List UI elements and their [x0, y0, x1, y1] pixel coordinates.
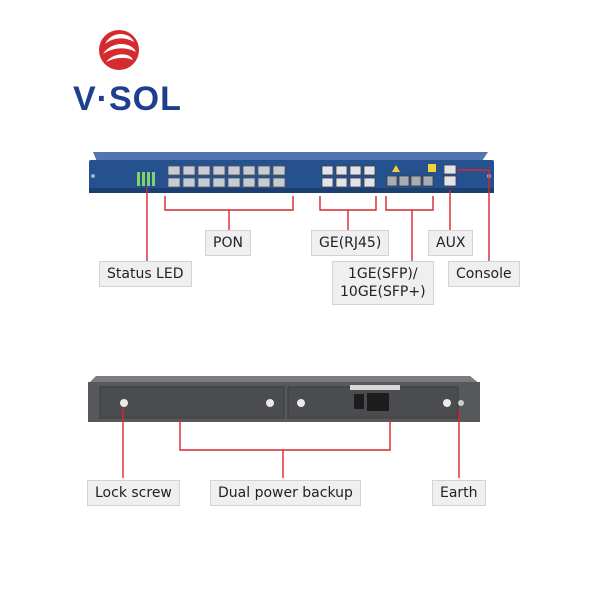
front-screw-left	[91, 174, 95, 178]
brand-logo-text: V·SOL	[73, 80, 182, 118]
lock-screw-1	[120, 399, 128, 407]
label-sfp: 1GE(SFP)/ 10GE(SFP+)	[332, 261, 434, 305]
lock-screw-4	[443, 399, 451, 407]
lock-screw-3	[297, 399, 305, 407]
label-aux: AUX	[428, 230, 474, 256]
front-callout-lines	[146, 169, 490, 262]
label-status-led: Status LED	[99, 261, 192, 287]
power-switch	[354, 394, 364, 409]
front-panel-device	[89, 152, 494, 193]
vsol-logo-icon	[99, 30, 139, 70]
rear-callout-lines	[122, 408, 460, 478]
label-lock-screw: Lock screw	[87, 480, 180, 506]
power-module-left	[99, 386, 285, 419]
sfp-port-group	[386, 175, 434, 187]
rear-panel-device	[88, 376, 480, 422]
lock-screw-2	[266, 399, 274, 407]
rear-sticker	[350, 385, 400, 390]
console-port	[443, 164, 457, 175]
status-led-area	[137, 172, 155, 186]
label-ge-rj45: GE(RJ45)	[311, 230, 390, 256]
power-socket	[367, 393, 389, 411]
label-pon: PON	[205, 230, 251, 256]
label-console: Console	[448, 261, 520, 287]
rj45-port-group	[321, 165, 376, 188]
label-dual-power: Dual power backup	[210, 480, 361, 506]
warning-icon	[392, 165, 400, 172]
aux-port	[443, 175, 457, 187]
label-earth: Earth	[432, 480, 486, 506]
pon-port-group	[167, 165, 286, 188]
earth-terminal	[458, 400, 464, 406]
console-indicator	[428, 164, 436, 172]
